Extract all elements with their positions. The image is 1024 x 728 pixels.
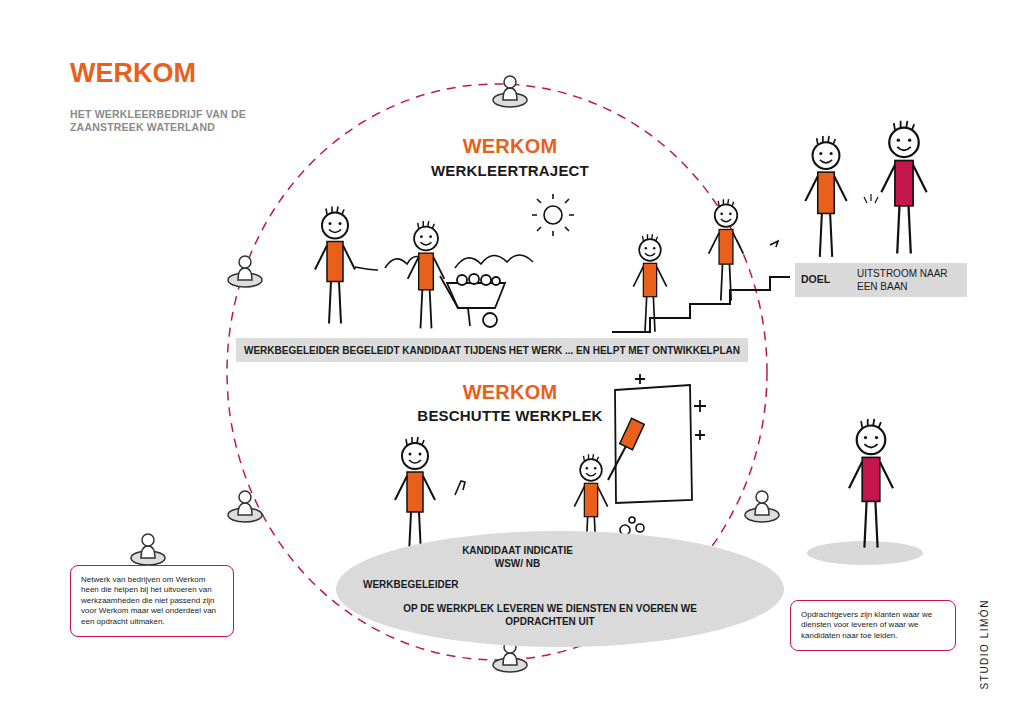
- bushes: [385, 255, 533, 268]
- coach-figure-lower: [395, 437, 435, 554]
- watermark: STUDIO LIMÓN: [979, 594, 992, 694]
- ellipse-fill: [336, 531, 784, 647]
- coach-figure: [315, 207, 355, 324]
- handshake-spark: [864, 194, 878, 203]
- helping-coach: [709, 199, 744, 300]
- sun: [532, 194, 574, 236]
- section-heading: BESCHUTTE WERKPLEK: [360, 407, 660, 426]
- candidate-figure-outflow: [805, 136, 846, 257]
- candidate-indication: KANDIDAAT INDICATIE WSW/ NB: [450, 544, 585, 570]
- employer-figure: [881, 121, 926, 254]
- section-brand: WERKOM: [360, 380, 660, 405]
- network-note: Netwerk van bedrijven om Werkom heen die…: [70, 565, 234, 637]
- hand: [770, 241, 778, 247]
- subtitle: HET WERKLEERBEDRIJF VAN DE ZAANSTREEK WA…: [70, 108, 270, 134]
- thumbs-up: [455, 481, 465, 495]
- candidate-figure: [408, 221, 445, 328]
- client-figure: [849, 419, 893, 548]
- wheelbarrow: [440, 274, 505, 327]
- page-title: WERKOM: [70, 58, 196, 89]
- network-text: Netwerk van bedrijven om Werkom heen die…: [81, 575, 223, 627]
- squeegee: [608, 418, 644, 480]
- goal-label: DOEL: [801, 273, 841, 287]
- section-heading: WERKLEERTRAJECT: [360, 162, 660, 181]
- band-text: WERKBEGELEIDER BEGELEIDT KANDIDAAT TIJDE…: [244, 344, 740, 357]
- window: [615, 374, 706, 503]
- workplace-ellipse: KANDIDAAT INDICATIE WSW/ NB WERKBEGELEIDE…: [335, 530, 785, 648]
- client-note: Opdrachtgevers zijn klanten waar we dien…: [790, 600, 956, 651]
- climbing-candidate: [633, 234, 666, 331]
- goal-text: UITSTROOM NAAR EEN BAAN: [857, 267, 961, 293]
- coaching-band: WERKBEGELEIDER BEGELEIDT KANDIDAAT TIJDE…: [236, 338, 748, 362]
- pointing-arm: [355, 267, 378, 270]
- goal-box: DOEL UITSTROOM NAAR EEN BAAN: [795, 263, 967, 297]
- workplace-text: OP DE WERKPLEK LEVEREN WE DIENSTEN EN VO…: [380, 602, 720, 628]
- client-text: Opdrachtgevers zijn klanten waar we dien…: [801, 610, 945, 641]
- stairs: [612, 277, 790, 332]
- coach-label: WERKBEGELEIDER: [363, 578, 493, 591]
- section-brand: WERKOM: [360, 134, 660, 159]
